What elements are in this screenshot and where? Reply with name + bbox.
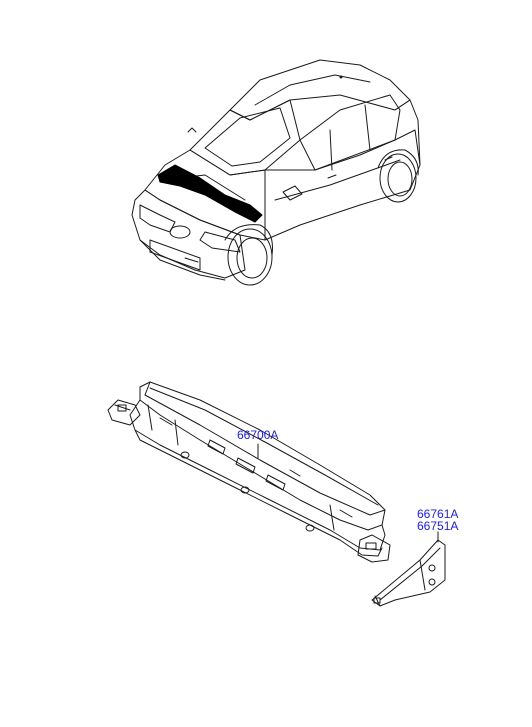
callout-66761a[interactable]: 66761A	[417, 507, 459, 521]
callout-66751a[interactable]: 66751A	[417, 519, 459, 533]
callout-66700a[interactable]: 66700A	[237, 428, 279, 442]
side-bracket-drawing	[371, 531, 446, 607]
cowl-panel-drawing	[107, 381, 391, 563]
cowl-highlight	[157, 164, 263, 223]
car-illustration	[131, 59, 421, 286]
